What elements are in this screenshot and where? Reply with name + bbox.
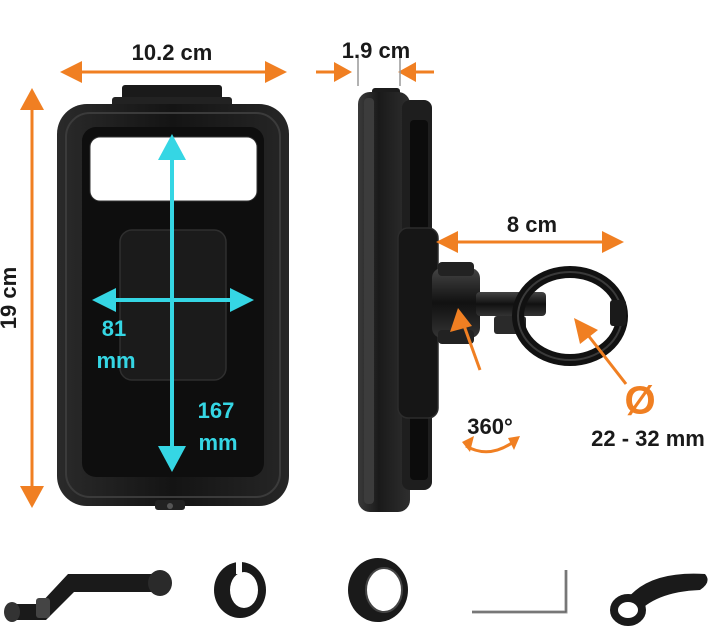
- screen-width-value: 81: [102, 316, 126, 341]
- width-label: 10.2 cm: [132, 40, 213, 65]
- diameter-range-label: 22 - 32 mm: [591, 426, 705, 451]
- allen-key-icon: [472, 570, 568, 614]
- handlebar-clamp: [432, 262, 628, 366]
- screen-width-unit: mm: [96, 348, 135, 373]
- depth-label: 1.9 cm: [342, 38, 411, 63]
- mirror-mount-adapter-icon: [4, 570, 172, 622]
- screen-height-value: 167: [198, 398, 235, 423]
- orange-dimension-arrows: [20, 58, 628, 508]
- height-label: 19 cm: [0, 267, 21, 329]
- side-view-case: [358, 88, 439, 512]
- arm-length-label: 8 cm: [507, 212, 557, 237]
- thick-rubber-ring-icon: [348, 558, 408, 622]
- cyan-screen-arrows: [92, 134, 254, 472]
- rotation-label: 360°: [467, 414, 513, 439]
- screen-height-unit: mm: [198, 430, 237, 455]
- diameter-symbol: Ø: [624, 379, 655, 423]
- strap-icon: [610, 573, 708, 626]
- thin-rubber-ring-icon: [214, 560, 266, 618]
- accessories-row: [4, 558, 708, 626]
